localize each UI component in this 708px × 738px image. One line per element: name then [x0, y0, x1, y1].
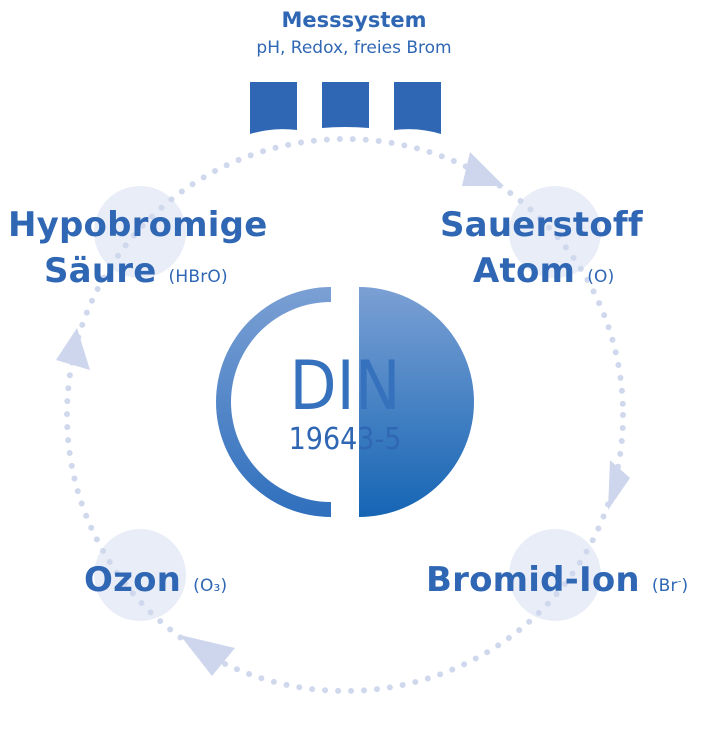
dotted-cycle-ring — [64, 136, 626, 694]
din-badge: DIN 19643-5 — [216, 287, 474, 517]
node-circle-ozone — [94, 529, 186, 621]
label-ozone-name: Ozon — [84, 560, 182, 600]
label-hypobromous-line1: Hypobromige — [8, 205, 268, 245]
formula-bromide-charge: - — [677, 576, 682, 588]
label-hypobromous-name: Säure — [44, 251, 157, 291]
formula-ozone: (O₃) — [193, 576, 228, 596]
label-bromide-name: Bromid-Ion — [426, 560, 640, 600]
formula-bromide-close: ) — [681, 576, 689, 596]
label-ozone: Ozon (O₃) — [84, 563, 227, 597]
formula-bromide: (Br-) — [652, 576, 689, 596]
sensor-block-3 — [394, 82, 441, 134]
badge-right-half — [359, 287, 474, 517]
measurement-title: Messsystem — [281, 8, 427, 32]
node-circle-bromide — [509, 529, 601, 621]
arrow-left-icon — [56, 328, 90, 370]
formula-hypobromous: (HBrO) — [168, 267, 228, 287]
badge-din-text: DIN — [290, 347, 401, 426]
label-oxygen-name: Atom — [473, 251, 576, 291]
label-oxygen-line1: Sauerstoff — [440, 205, 643, 245]
arrow-top-right-icon — [462, 152, 504, 186]
badge-left-ring — [216, 287, 331, 517]
arrow-right-icon — [608, 460, 630, 510]
measurement-subtitle: pH, Redox, freies Brom — [256, 38, 452, 58]
sensor-block-1 — [250, 82, 297, 134]
arrow-bottom-left-icon — [180, 635, 235, 676]
sensor-block-2 — [322, 82, 369, 128]
badge-number-text: 19643-5 — [289, 422, 402, 457]
formula-oxygen: (O) — [587, 267, 615, 287]
label-bromide: Bromid-Ion (Br-) — [426, 563, 688, 597]
formula-bromide-open: (Br — [651, 576, 678, 596]
label-oxygen-line2: Atom (O) — [473, 254, 614, 288]
label-hypobromous-line2: Säure (HBrO) — [44, 254, 228, 288]
